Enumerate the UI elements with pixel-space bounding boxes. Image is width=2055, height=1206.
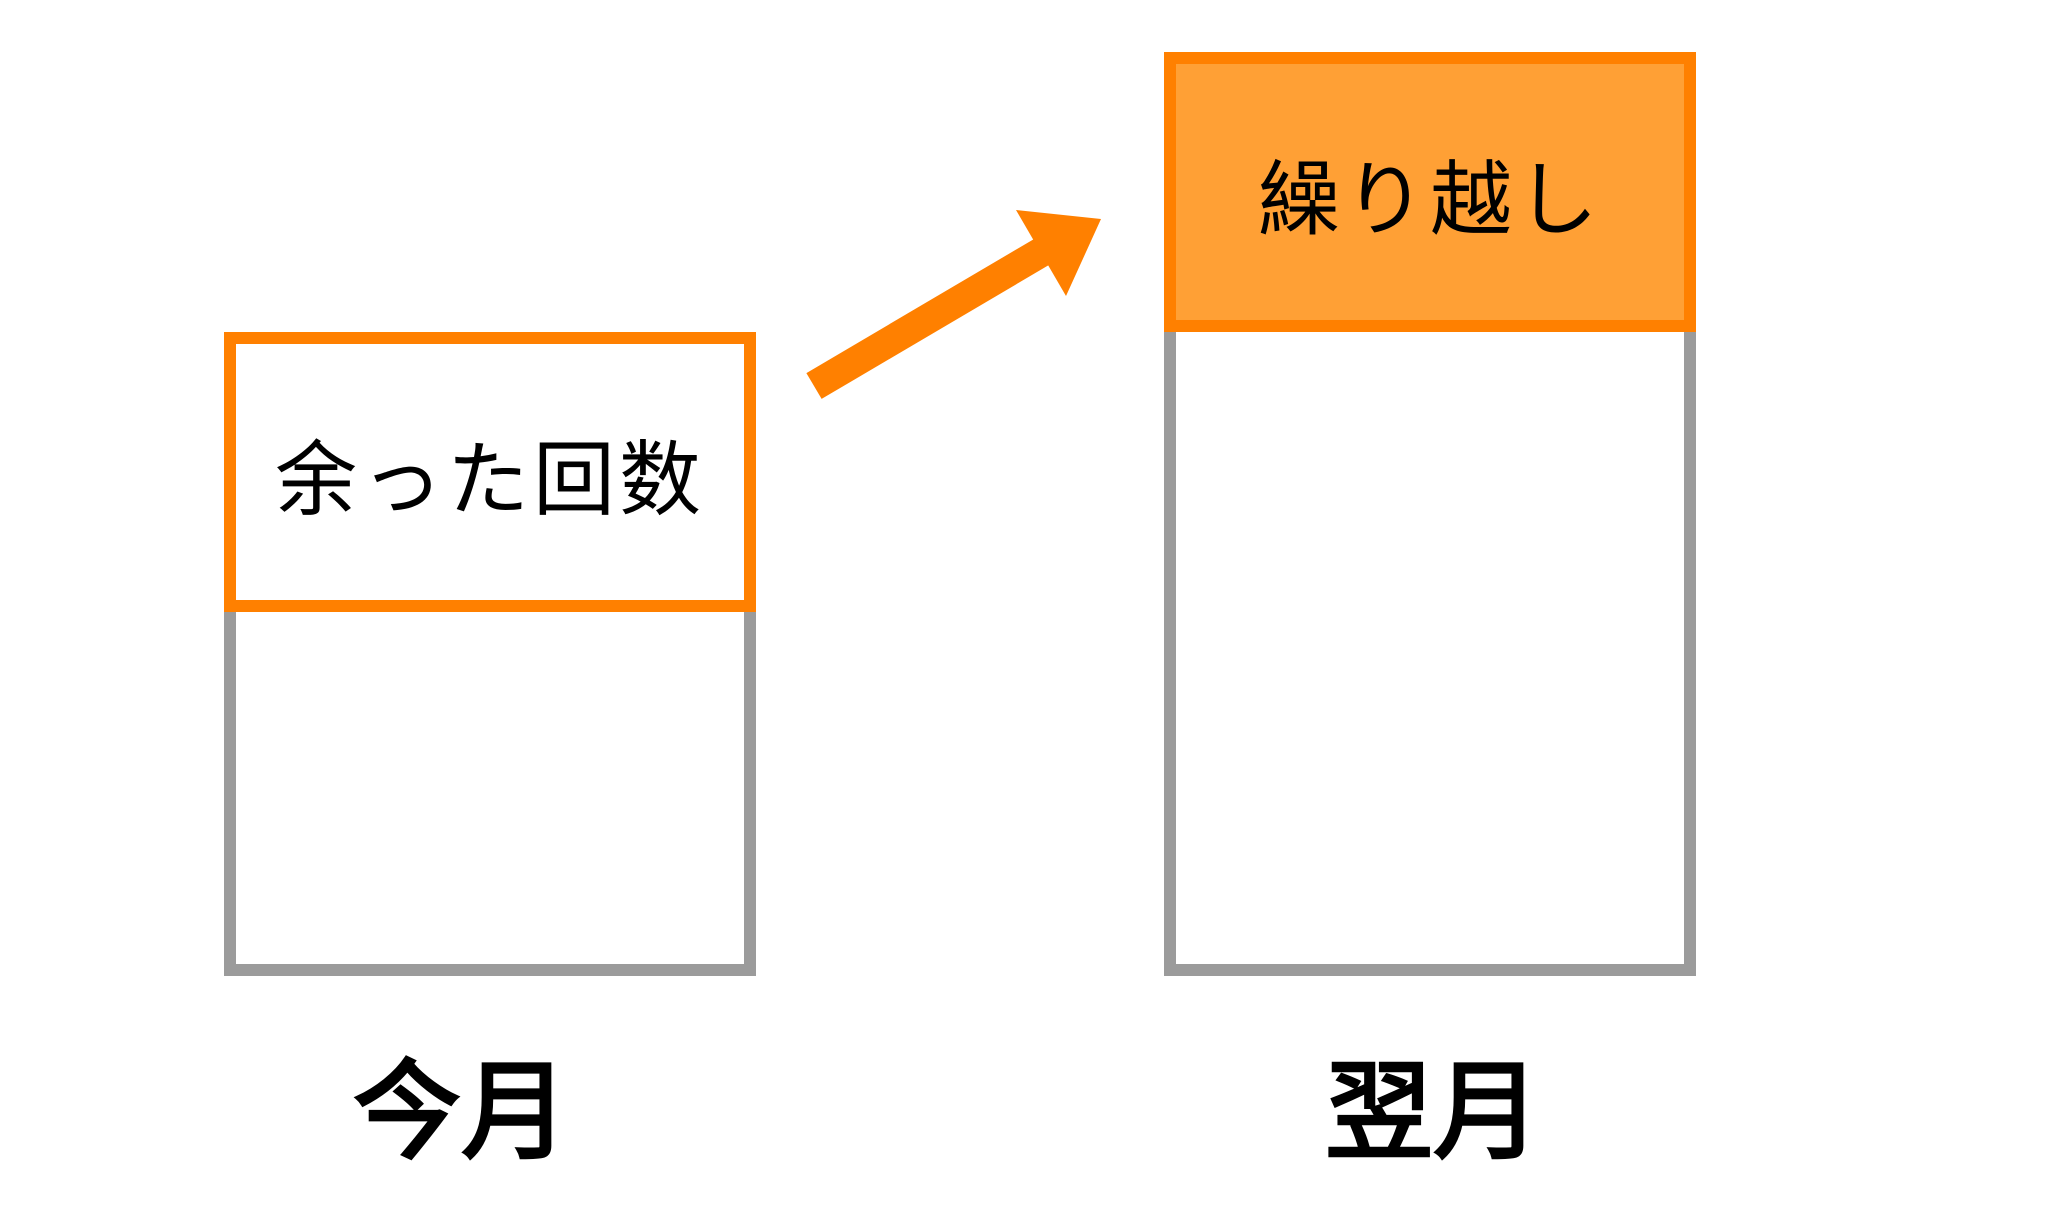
this-month-caption: 今月 — [352, 1050, 570, 1175]
remaining-count-label: 余った回数 — [274, 432, 705, 528]
remaining-count-segment: 余った回数 — [224, 332, 756, 612]
carry-over-label: 繰り越し — [1257, 152, 1602, 248]
next-month-caption: 翌月 — [1324, 1050, 1542, 1175]
carry-over-segment: 繰り越し — [1164, 52, 1696, 332]
